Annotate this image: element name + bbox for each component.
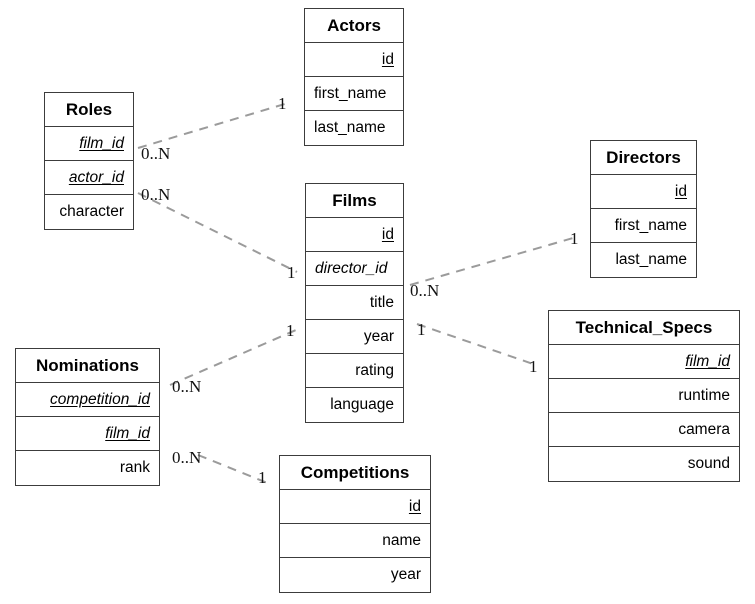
entity-title-nominations: Nominations [16,349,159,383]
relationship-line-films-directors [409,237,574,286]
attribute-label-id: id [381,51,394,68]
attribute-label-camera: camera [678,421,730,438]
attribute-label-year: year [363,328,394,345]
entity-competitions[interactable]: Competitions id name year [279,455,431,593]
attribute-row[interactable]: character [45,195,133,229]
attribute-label-character: character [59,203,124,220]
cardinality-target-roles-films: 1 [287,263,296,282]
attribute-row[interactable]: year [306,320,403,354]
attribute-label-first_name: first_name [614,217,687,234]
attribute-row[interactable]: actor_id [45,161,133,195]
attribute-row[interactable]: rating [306,354,403,388]
attribute-label-last_name: last_name [314,119,386,136]
attribute-row[interactable]: id [591,175,696,209]
attribute-row[interactable]: runtime [549,379,739,413]
attribute-row[interactable]: last_name [305,111,403,145]
attribute-row[interactable]: last_name [591,243,696,277]
cardinality-target-nominations-competitions: 1 [258,468,267,487]
entity-roles[interactable]: Roles film_id actor_id character [44,92,134,230]
relationship-line-roles-films [137,192,298,273]
entity-title-actors: Actors [305,9,403,43]
attribute-label-last_name: last_name [615,251,687,268]
cardinality-target-films-technical-specs: 1 [529,357,538,376]
attribute-row[interactable]: camera [549,413,739,447]
attribute-label-language: language [330,396,394,413]
cardinality-source-nominations-films: 0..N [172,377,202,396]
attribute-label-rating: rating [355,362,394,379]
attribute-row[interactable]: title [306,286,403,320]
attribute-row[interactable]: sound [549,447,739,481]
attribute-row[interactable]: film_id [16,417,159,451]
attribute-row[interactable]: language [306,388,403,422]
cardinality-source-nominations-competitions: 0..N [172,448,202,467]
attribute-row[interactable]: id [306,218,403,252]
entity-title-directors: Directors [591,141,696,175]
attribute-label-name: name [382,532,421,549]
relationship-line-films-technical-specs [416,323,537,366]
cardinality-source-roles-actors: 0..N [141,144,171,163]
attribute-label-competition_id: competition_id [50,391,150,408]
attribute-label-director_id: director_id [315,260,388,277]
cardinality-target-roles-actors: 1 [278,94,287,113]
attribute-label-id: id [408,498,421,515]
attribute-row[interactable]: year [280,558,430,592]
attribute-row[interactable]: id [305,43,403,77]
attribute-label-runtime: runtime [678,387,730,404]
entity-title-competitions: Competitions [280,456,430,490]
attribute-label-film_id: film_id [105,425,150,442]
entity-actors[interactable]: Actors id first_name last_name [304,8,404,146]
attribute-label-year: year [390,566,421,583]
attribute-row[interactable]: name [280,524,430,558]
attribute-label-first_name: first_name [314,85,387,102]
attribute-label-rank: rank [119,459,150,476]
attribute-row[interactable]: director_id [306,252,403,286]
attribute-row[interactable]: first_name [305,77,403,111]
cardinality-source-films-directors: 0..N [410,281,440,300]
cardinality-source-films-technical-specs: 1 [417,320,426,339]
attribute-label-id: id [674,183,687,200]
attribute-label-actor_id: actor_id [68,169,124,186]
entity-title-technical_specs: Technical_Specs [549,311,739,345]
attribute-label-sound: sound [687,455,730,472]
attribute-row[interactable]: competition_id [16,383,159,417]
attribute-label-film_id: film_id [79,135,124,152]
attribute-label-id: id [381,226,394,243]
attribute-row[interactable]: first_name [591,209,696,243]
attribute-row[interactable]: film_id [549,345,739,379]
relationship-line-roles-actors [137,102,289,149]
entity-directors[interactable]: Directors id first_name last_name [590,140,697,278]
entity-title-films: Films [306,184,403,218]
cardinality-source-roles-films: 0..N [141,185,171,204]
cardinality-target-films-directors: 1 [570,229,579,248]
attribute-row[interactable]: rank [16,451,159,485]
attribute-label-film_id: film_id [685,353,730,370]
attribute-row[interactable]: film_id [45,127,133,161]
attribute-label-title: title [369,294,394,311]
cardinality-target-nominations-films: 1 [286,321,295,340]
entity-title-roles: Roles [45,93,133,127]
attribute-row[interactable]: id [280,490,430,524]
